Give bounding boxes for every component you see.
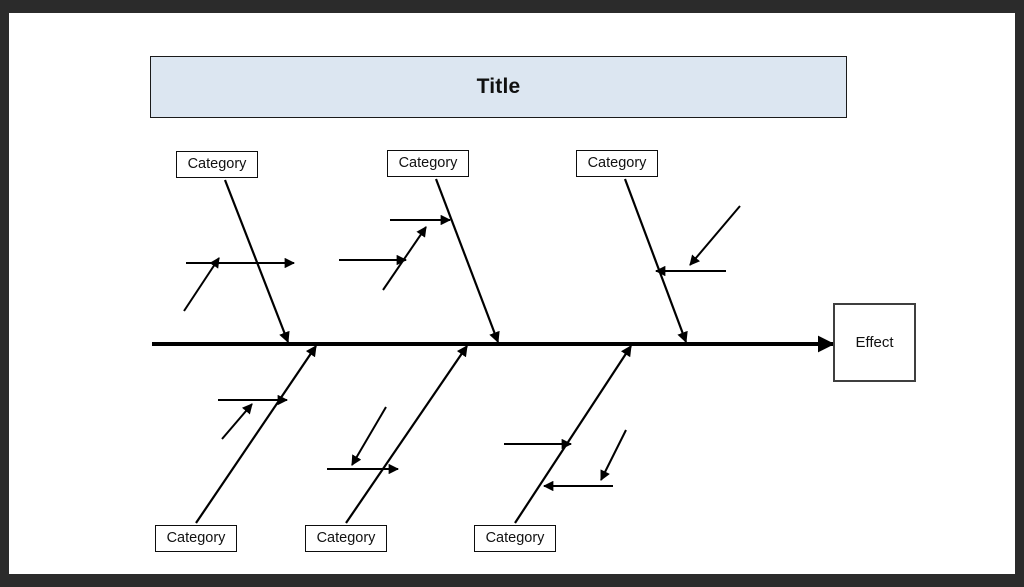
sub-bones-group	[183, 205, 741, 492]
sub-bone-top-3-b[interactable]	[689, 205, 741, 266]
main-bone-top-1[interactable]	[223, 179, 290, 344]
category-box-top-2[interactable]: Category	[387, 150, 469, 177]
category-label: Category	[166, 530, 226, 547]
category-label: Category	[485, 530, 545, 547]
category-box-top-3[interactable]: Category	[576, 150, 658, 177]
main-bone-bottom-3[interactable]	[514, 345, 632, 524]
sub-bone-top-1-b[interactable]	[183, 257, 220, 312]
category-label: Category	[316, 530, 376, 547]
main-bone-bottom-1[interactable]	[195, 345, 317, 524]
sub-bone-top-2-b[interactable]	[382, 226, 427, 291]
title-label: Title	[476, 75, 521, 98]
sub-bone-bottom-1-b[interactable]	[221, 403, 253, 440]
category-box-top-1[interactable]: Category	[176, 151, 258, 178]
effect-box[interactable]: Effect	[833, 303, 916, 382]
category-box-bottom-2[interactable]: Category	[305, 525, 387, 552]
sub-bone-bottom-3-c[interactable]	[600, 429, 627, 481]
main-bone-bottom-2[interactable]	[345, 345, 468, 524]
title-box[interactable]: Title	[150, 56, 847, 118]
main-bones-group	[195, 178, 688, 524]
main-bone-top-2[interactable]	[434, 178, 500, 344]
category-label: Category	[398, 155, 458, 172]
diagram-canvas[interactable]: Title Category Category Category Categor…	[9, 13, 1015, 574]
category-box-bottom-1[interactable]: Category	[155, 525, 237, 552]
category-label: Category	[587, 155, 647, 172]
effect-label: Effect	[855, 334, 894, 351]
category-label: Category	[187, 156, 247, 173]
fishbone-diagram	[152, 178, 835, 524]
main-bone-top-3[interactable]	[623, 178, 688, 344]
sub-bone-bottom-2-b[interactable]	[351, 406, 387, 466]
category-box-bottom-3[interactable]: Category	[474, 525, 556, 552]
